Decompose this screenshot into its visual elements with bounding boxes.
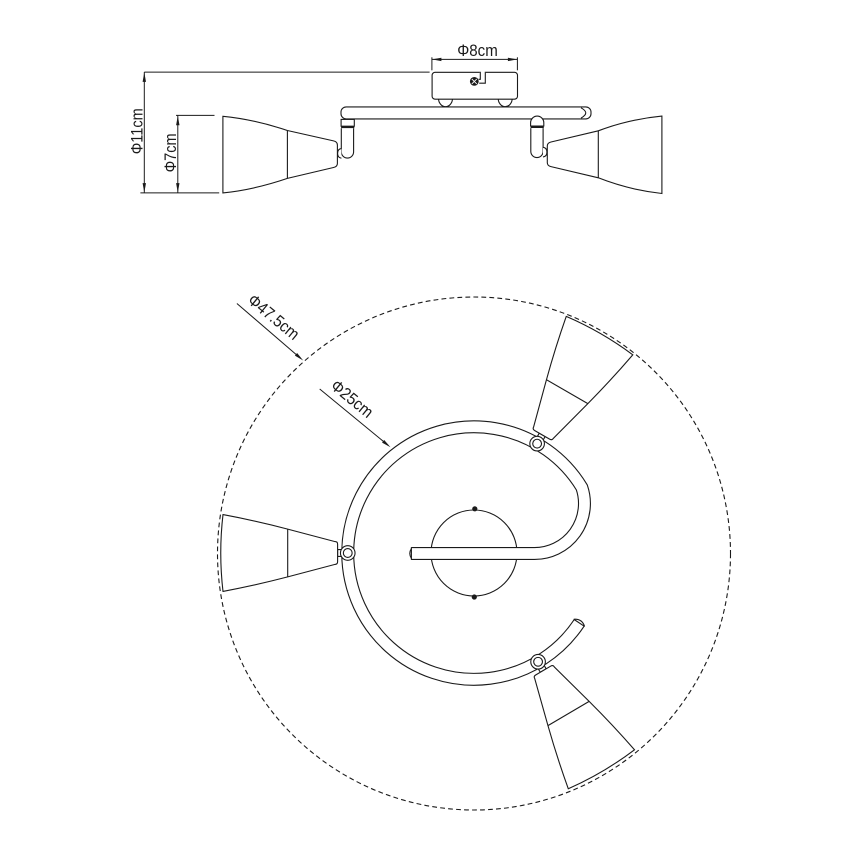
- svg-text:Φ7cm: Φ7cm: [161, 133, 180, 172]
- svg-text:Φ11cm: Φ11cm: [128, 108, 147, 154]
- svg-text:Φ8cm: Φ8cm: [457, 41, 498, 60]
